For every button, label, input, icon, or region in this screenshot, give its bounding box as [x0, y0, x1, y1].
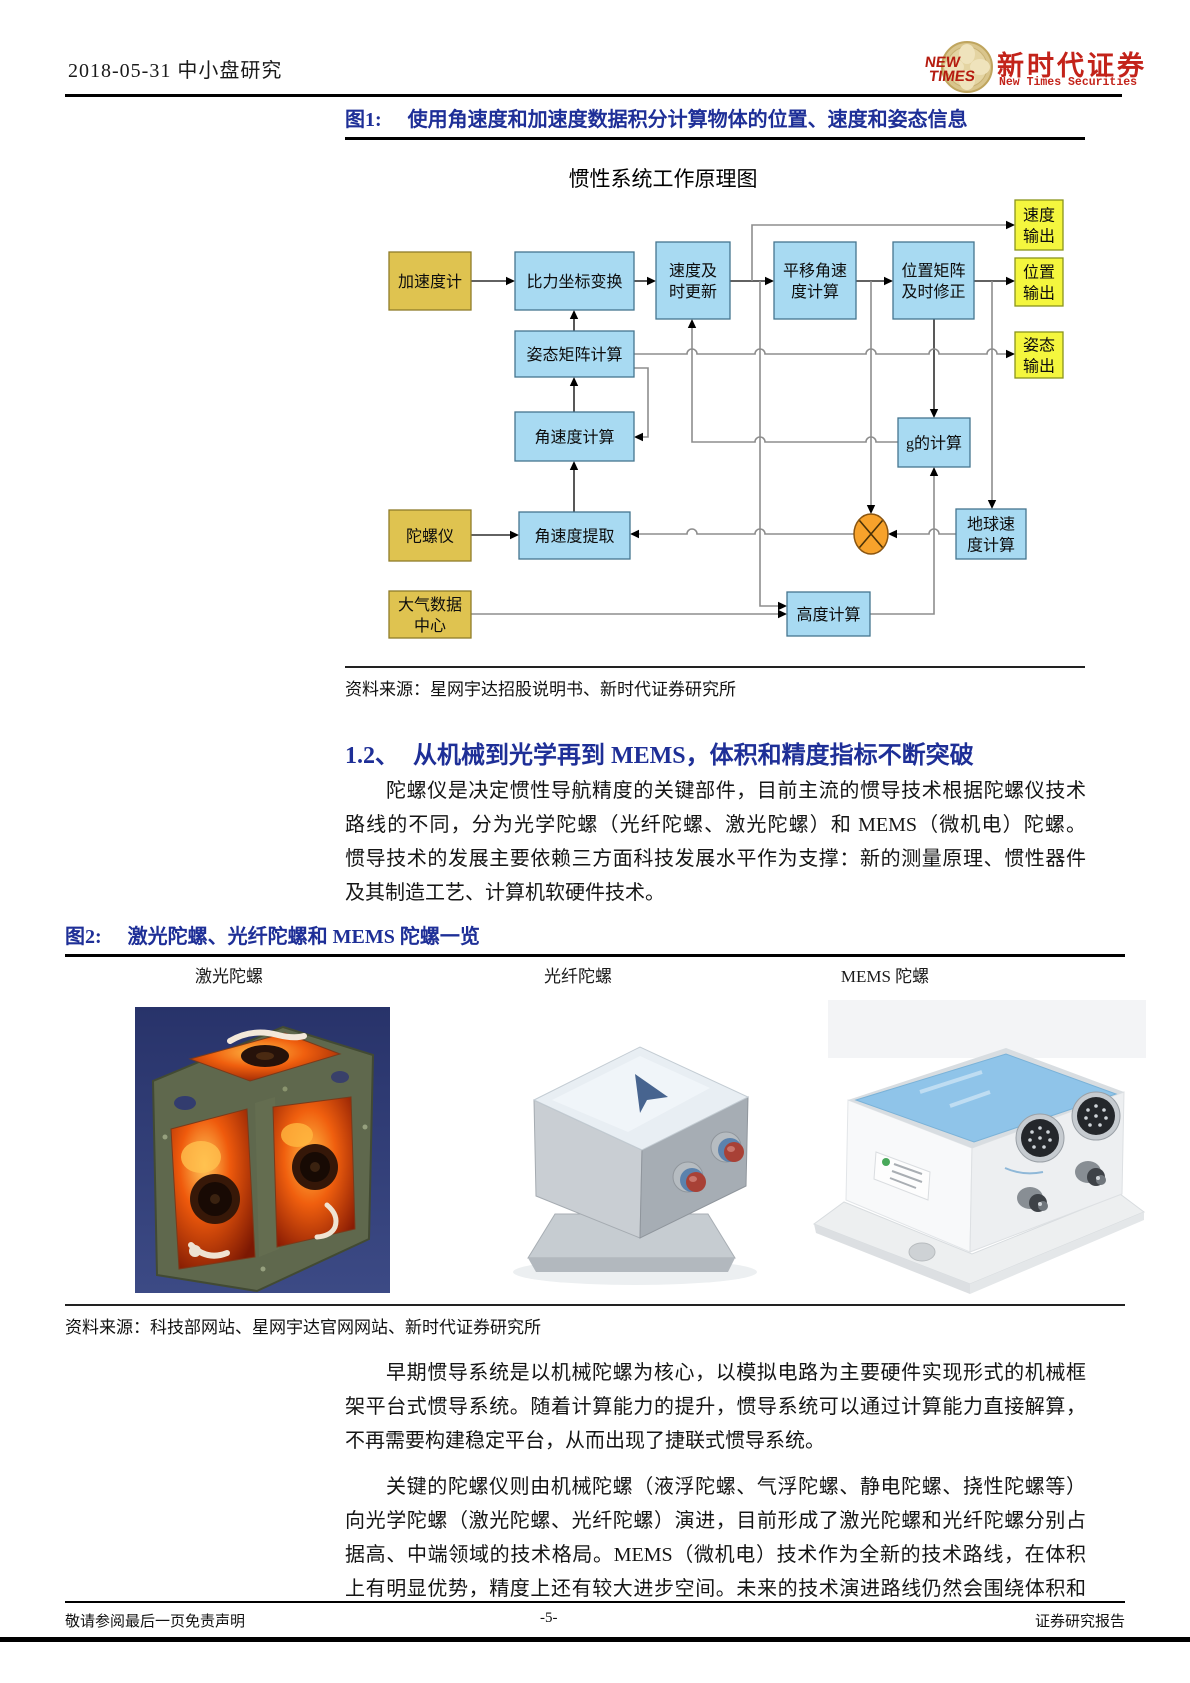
mems-gyro-photo: [800, 1000, 1150, 1310]
figure1-caption-title: 使用角速度和加速度数据积分计算物体的位置、速度和姿态信息: [407, 109, 968, 131]
svg-text:姿态输出: 姿态输出: [1023, 337, 1055, 376]
fiber-gyro-connector: [710, 1131, 744, 1163]
photo-label-mems-gyro: MEMS 陀螺: [840, 967, 930, 986]
body-paragraph-2: 早期惯导系统是以机械陀螺为核心，以模拟电路为主要硬件实现形式的机械框 架平台式惯…: [345, 1356, 1086, 1458]
body-line: 路线的不同，分为光学陀螺（光纤陀螺、激光陀螺）和 MEMS（微机电）陀螺。: [345, 814, 1086, 836]
body-line: 据高、中端领域的技术格局。MEMS（微机电）技术作为全新的技术路线，在体积: [345, 1544, 1086, 1566]
body-line: 向光学陀螺（激光陀螺、光纤陀螺）演进，目前形成了激光陀螺和光纤陀螺分别占: [345, 1510, 1086, 1532]
footer-page-number: -5-: [540, 1610, 558, 1626]
footer-rule: [65, 1601, 1125, 1603]
logo-company-name: 新时代证券: [997, 51, 1147, 81]
flow-node-earth-rate-calc: 地球速度计算: [955, 508, 1027, 560]
flow-node-velocity-update: 速度及时更新: [655, 241, 731, 320]
mems-connector-large: [1015, 1113, 1065, 1163]
fiber-gyro-connector: [672, 1161, 706, 1193]
header-date: 2018-05-31 中小盘研究: [68, 60, 283, 82]
photo-label-laser-gyro: 激光陀螺: [195, 967, 263, 986]
body-line: 早期惯导系统是以机械陀螺为核心，以模拟电路为主要硬件实现形式的机械框: [386, 1362, 1086, 1384]
svg-text:速度输出: 速度输出: [1023, 207, 1055, 246]
photo-label-fiber-gyro: 光纤陀螺: [544, 967, 612, 986]
mems-connector-large: [1071, 1091, 1121, 1141]
logo-badge-icon: [941, 40, 993, 99]
svg-text:大气数据中心: 大气数据中心: [398, 596, 462, 635]
body-paragraph-1: 陀螺仪是决定惯性导航精度的关键部件，目前主流的惯导技术根据陀螺仪技术 路线的不同…: [345, 774, 1086, 910]
svg-text:加速度计: 加速度计: [398, 273, 462, 291]
mems-connector-small: [1017, 1187, 1048, 1212]
svg-text:高度计算: 高度计算: [796, 605, 860, 624]
footer-disclaimer: 敬请参阅最后一页免责声明: [65, 1614, 246, 1630]
svg-text:g的计算: g的计算: [906, 434, 962, 453]
svg-text:位置矩阵及时修正: 位置矩阵及时修正: [901, 262, 965, 301]
section-heading: 1.2、从机械到光学再到 MEMS，体积和精度指标不断突破: [345, 735, 974, 770]
svg-text:角速度计算: 角速度计算: [534, 428, 614, 447]
figure2-caption: 图2: 激光陀螺、光纤陀螺和 MEMS 陀螺一览: [65, 920, 1125, 957]
flow-node-air-data-center: 大气数据中心: [388, 590, 472, 639]
body-line: 及其制造工艺、计算机软硬件技术。: [345, 882, 665, 904]
body-paragraph-3: 关键的陀螺仪则由机械陀螺（液浮陀螺、气浮陀螺、静电陀螺、挠性陀螺等） 向光学陀螺…: [345, 1470, 1086, 1606]
flow-node-accelerometer: 加速度计: [388, 251, 472, 311]
page-bottom-bar: [0, 1637, 1190, 1642]
flow-node-angular-rate-extract: 角速度提取: [518, 511, 631, 560]
flow-node-velocity-output: 速度输出: [1014, 199, 1064, 251]
flow-node-altitude-calc: 高度计算: [786, 591, 871, 637]
svg-text:陀螺仪: 陀螺仪: [406, 528, 454, 546]
svg-text:姿态矩阵计算: 姿态矩阵计算: [526, 345, 622, 364]
body-line: 不再需要构建稳定平台，从而出现了捷联式惯导系统。: [345, 1430, 825, 1452]
flow-node-gyroscope: 陀螺仪: [388, 509, 472, 562]
figure1-caption: 图1: 使用角速度和加速度数据积分计算物体的位置、速度和姿态信息: [345, 103, 1085, 140]
body-line: 上有明显优势，精度上还有较大进步空间。未来的技术演进路线仍然会围绕体积和: [345, 1578, 1086, 1600]
flow-node-specific-force-transform: 比力坐标变换: [514, 251, 635, 311]
header-rule: [65, 94, 1122, 97]
logo-badge-text: NEW TIMES: [923, 54, 977, 85]
svg-text:地球速度计算: 地球速度计算: [967, 516, 1015, 555]
logo-company-subtitle: New Times Securities: [999, 76, 1138, 89]
svg-text:位置输出: 位置输出: [1023, 264, 1055, 303]
flow-node-g-calc: g的计算: [897, 417, 971, 468]
flowchart-title: 惯性系统工作原理图: [569, 167, 758, 191]
body-line: 惯导技术的发展主要依赖三方面科技发展水平作为支撑：新的测量原理、惯性器件: [345, 848, 1086, 870]
section-number: 1.2、: [345, 743, 399, 769]
flow-node-position-matrix-correct: 位置矩阵及时修正: [892, 241, 975, 320]
mems-connector-small: [1075, 1161, 1106, 1186]
laser-gyro-photo: [135, 1007, 390, 1293]
body-line: 陀螺仪是决定惯性导航精度的关键部件，目前主流的惯导技术根据陀螺仪技术: [386, 780, 1086, 802]
figure1-caption-tag: 图1:: [345, 109, 382, 131]
figure2-caption-tag: 图2:: [65, 926, 102, 948]
flow-node-angular-rate-calc: 角速度计算: [514, 411, 635, 462]
svg-text:角速度提取: 角速度提取: [534, 528, 614, 546]
flow-node-attitude-output: 姿态输出: [1014, 331, 1064, 379]
figure2-source: 资料来源：科技部网站、星网宇达官网网站、新时代证券研究所: [65, 1304, 1125, 1338]
flow-node-transport-rate-calc: 平移角速度计算: [773, 241, 857, 320]
flowchart-edges: [471, 220, 1015, 619]
flow-node-attitude-matrix-calc: 姿态矩阵计算: [514, 330, 635, 378]
body-line: 关键的陀螺仪则由机械陀螺（液浮陀螺、气浮陀螺、静电陀螺、挠性陀螺等）: [386, 1476, 1086, 1498]
svg-text:比力坐标变换: 比力坐标变换: [526, 273, 622, 291]
footer-report-type: 证券研究报告: [1034, 1614, 1125, 1630]
svg-text:速度及时更新: 速度及时更新: [669, 262, 717, 301]
svg-text:平移角速度计算: 平移角速度计算: [783, 262, 847, 301]
body-line: 架平台式惯导系统。随着计算能力的提升，惯导系统可以通过计算能力直接解算，: [345, 1396, 1086, 1418]
figure2-caption-title: 激光陀螺、光纤陀螺和 MEMS 陀螺一览: [127, 926, 480, 948]
figure1-flowchart: 惯性系统工作原理图: [388, 167, 1064, 639]
section-title: 从机械到光学再到 MEMS，体积和精度指标不断突破: [413, 743, 974, 769]
multiplier-node: [853, 513, 889, 555]
figure1-source: 资料来源：星网宇达招股说明书、新时代证券研究所: [345, 666, 1085, 700]
fiber-gyro-photo: [470, 1000, 790, 1305]
flow-node-position-output: 位置输出: [1014, 257, 1064, 307]
